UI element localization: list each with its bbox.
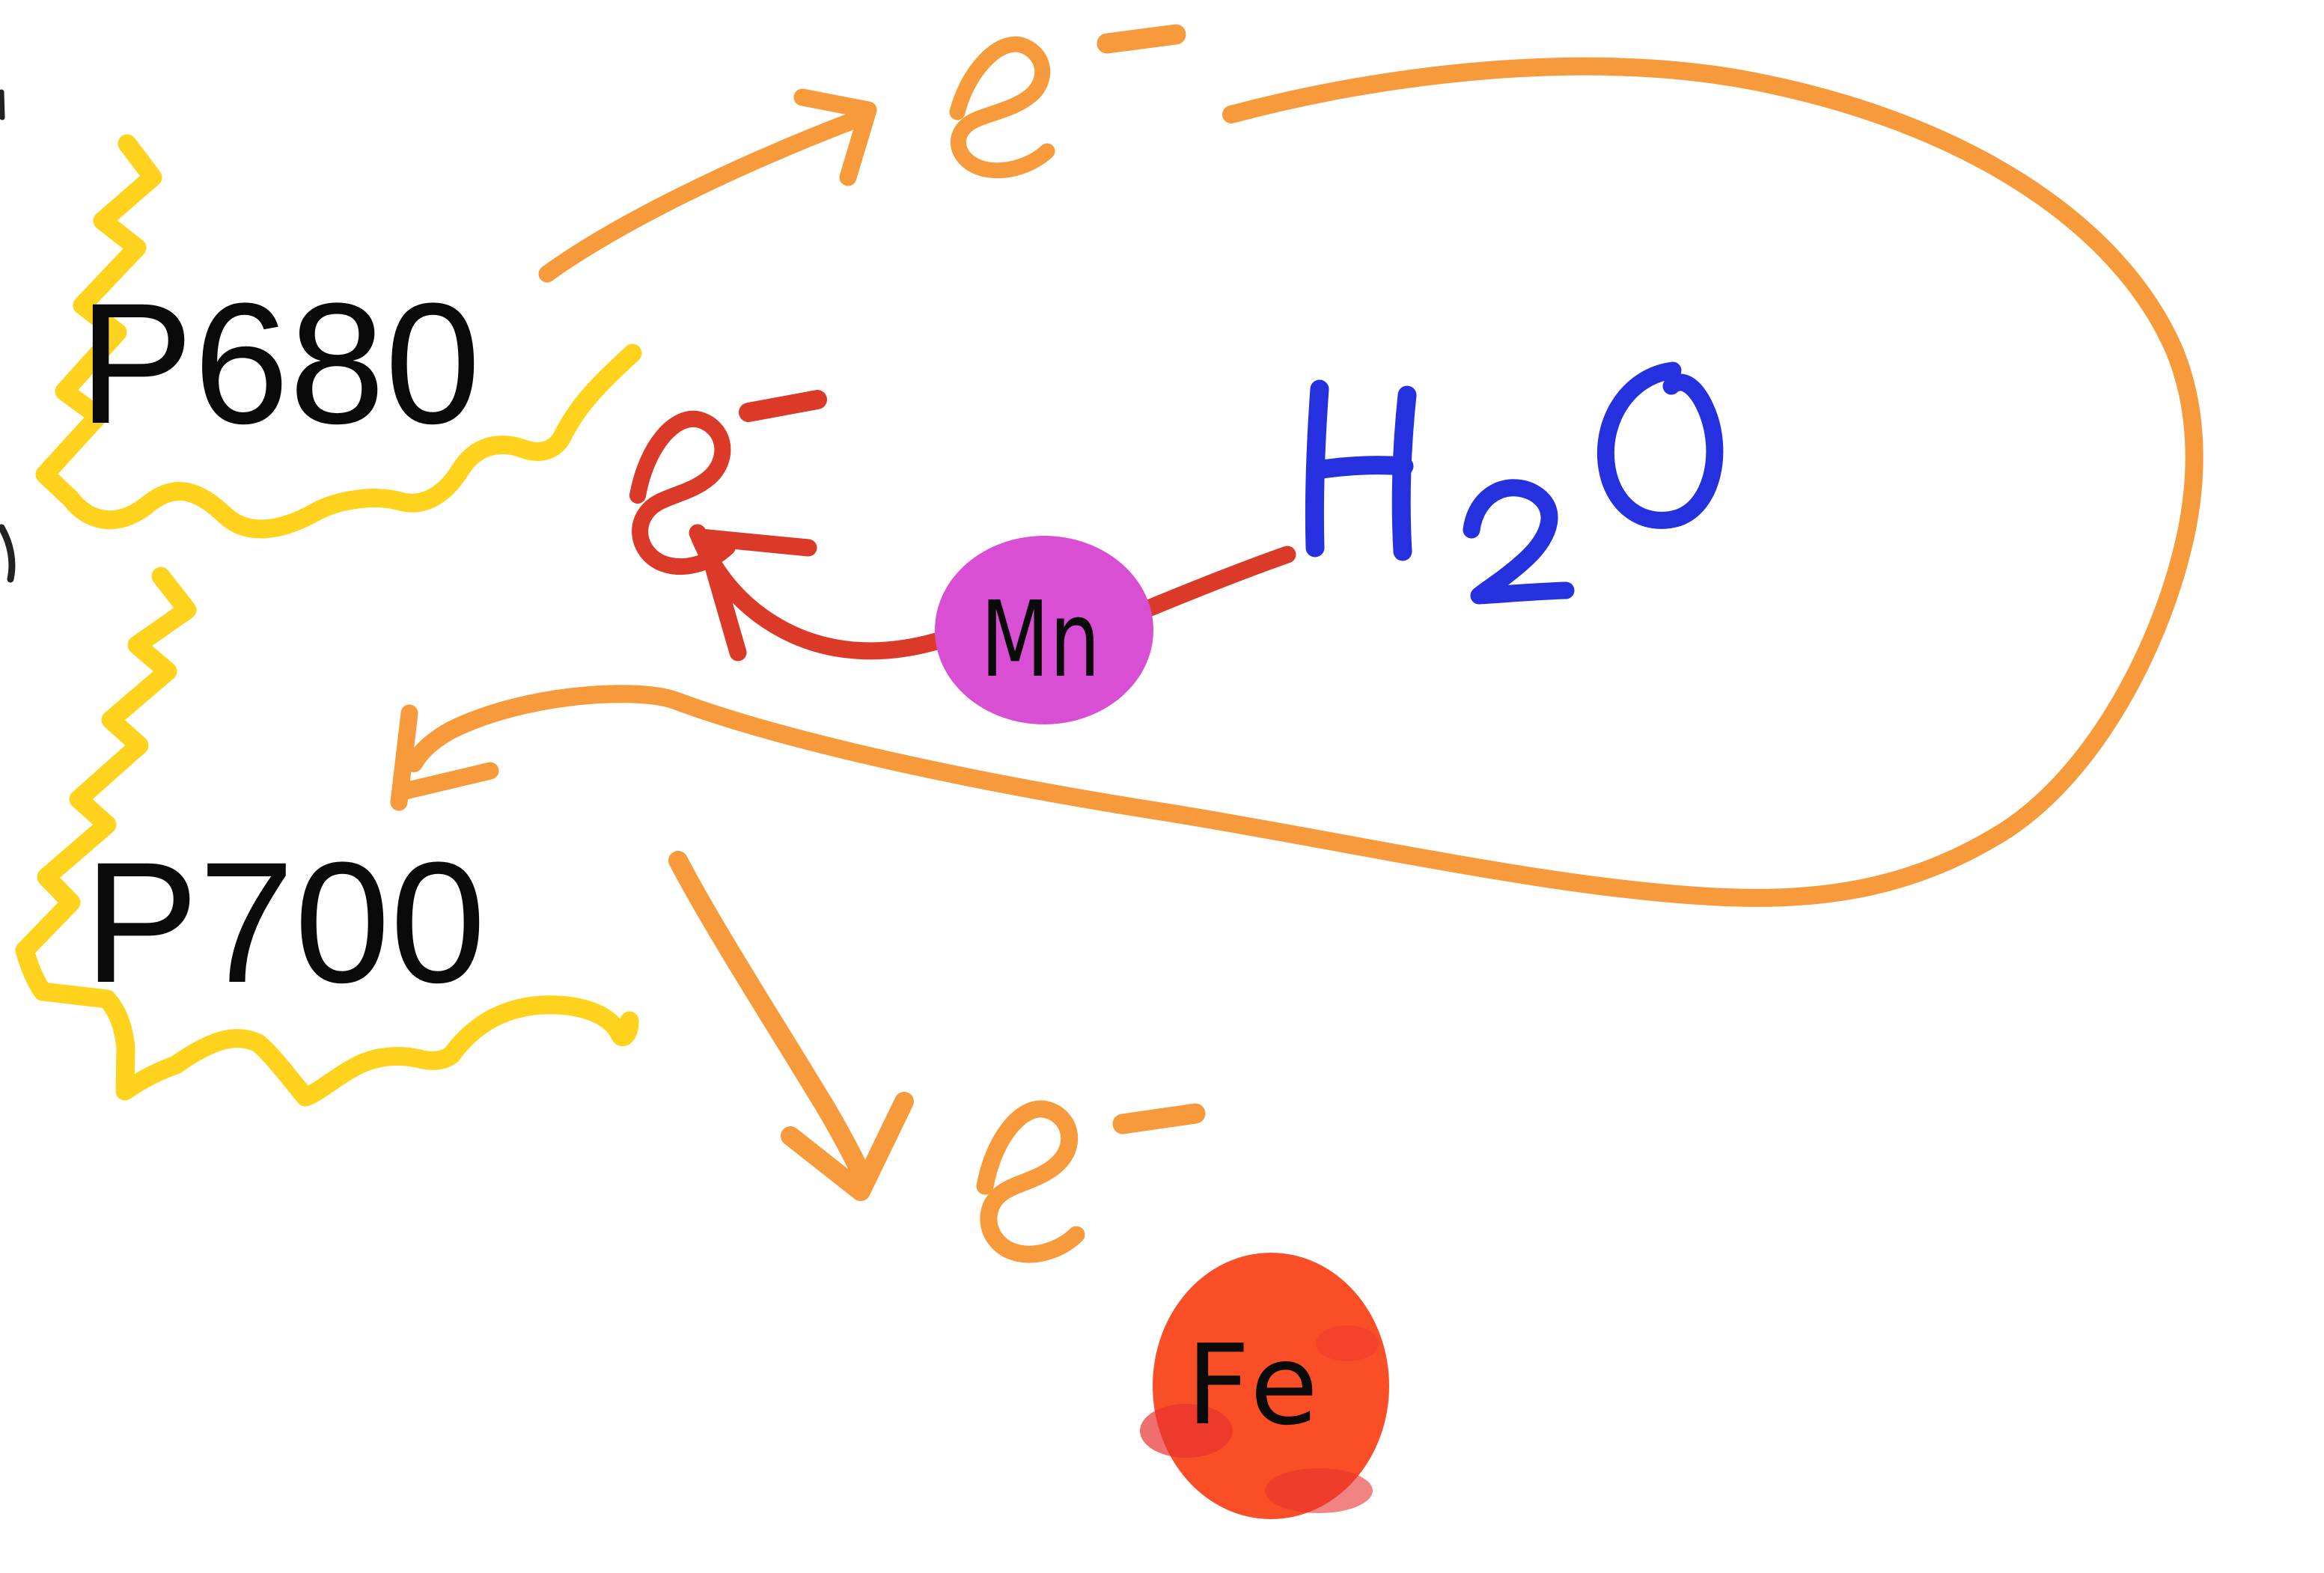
water-label-group	[1305, 361, 1724, 605]
fe-node: Fe	[1140, 1253, 1389, 1519]
p700-burst-outline	[15, 566, 639, 1107]
mn-label: Mn	[980, 579, 1100, 701]
electron-middle-e	[629, 410, 736, 575]
fe-label: Fe	[1186, 1321, 1324, 1450]
p680-label: P680	[79, 267, 481, 459]
arrow-mn-arrowhead-icon	[692, 528, 817, 662]
electron-bottom-e	[976, 1100, 1085, 1263]
loop-arrowhead-icon	[390, 704, 499, 811]
fe-blotch-top	[1316, 1325, 1379, 1361]
p680-group: P680	[35, 134, 642, 539]
edge-mark-upper	[0, 89, 5, 120]
edge-mark-lower	[0, 524, 16, 583]
arrow-p680-shaft	[538, 109, 868, 283]
p700-label: P700	[84, 826, 486, 1018]
fe-blotch-left	[1140, 1404, 1233, 1458]
electron-middle-minus	[739, 390, 827, 422]
arrow-p680-to-electron	[538, 88, 877, 283]
cyclic-electron-loop-arrow	[390, 57, 2203, 907]
arrow-p680-arrowhead-icon	[793, 88, 877, 186]
mn-node: Mn	[935, 536, 1153, 724]
water-split-electron-group	[629, 390, 1296, 662]
edge-marks	[0, 89, 16, 583]
electron-bottom-minus	[1112, 1103, 1206, 1134]
water-o-glyph	[1596, 361, 1724, 529]
p680-burst-outline	[35, 134, 642, 539]
bond-mn-to-water	[1141, 546, 1296, 617]
p700-group: P700	[15, 566, 639, 1107]
arrow-p700-shaft	[668, 851, 872, 1186]
arrow-p700-arrowhead-icon	[781, 1092, 914, 1201]
arrow-p700-to-electron	[668, 851, 914, 1201]
mn-circle	[935, 536, 1153, 724]
fe-blotch-bottom	[1265, 1468, 1373, 1513]
electron-top-minus	[1097, 24, 1186, 54]
electron-top-e	[949, 36, 1055, 179]
loop-path	[405, 57, 2203, 907]
electron-top-glyph	[949, 24, 1186, 179]
electron-bottom-glyph	[976, 1100, 1206, 1263]
water-h-glyph	[1305, 379, 1417, 561]
water-subscript-2-glyph	[1463, 479, 1575, 605]
